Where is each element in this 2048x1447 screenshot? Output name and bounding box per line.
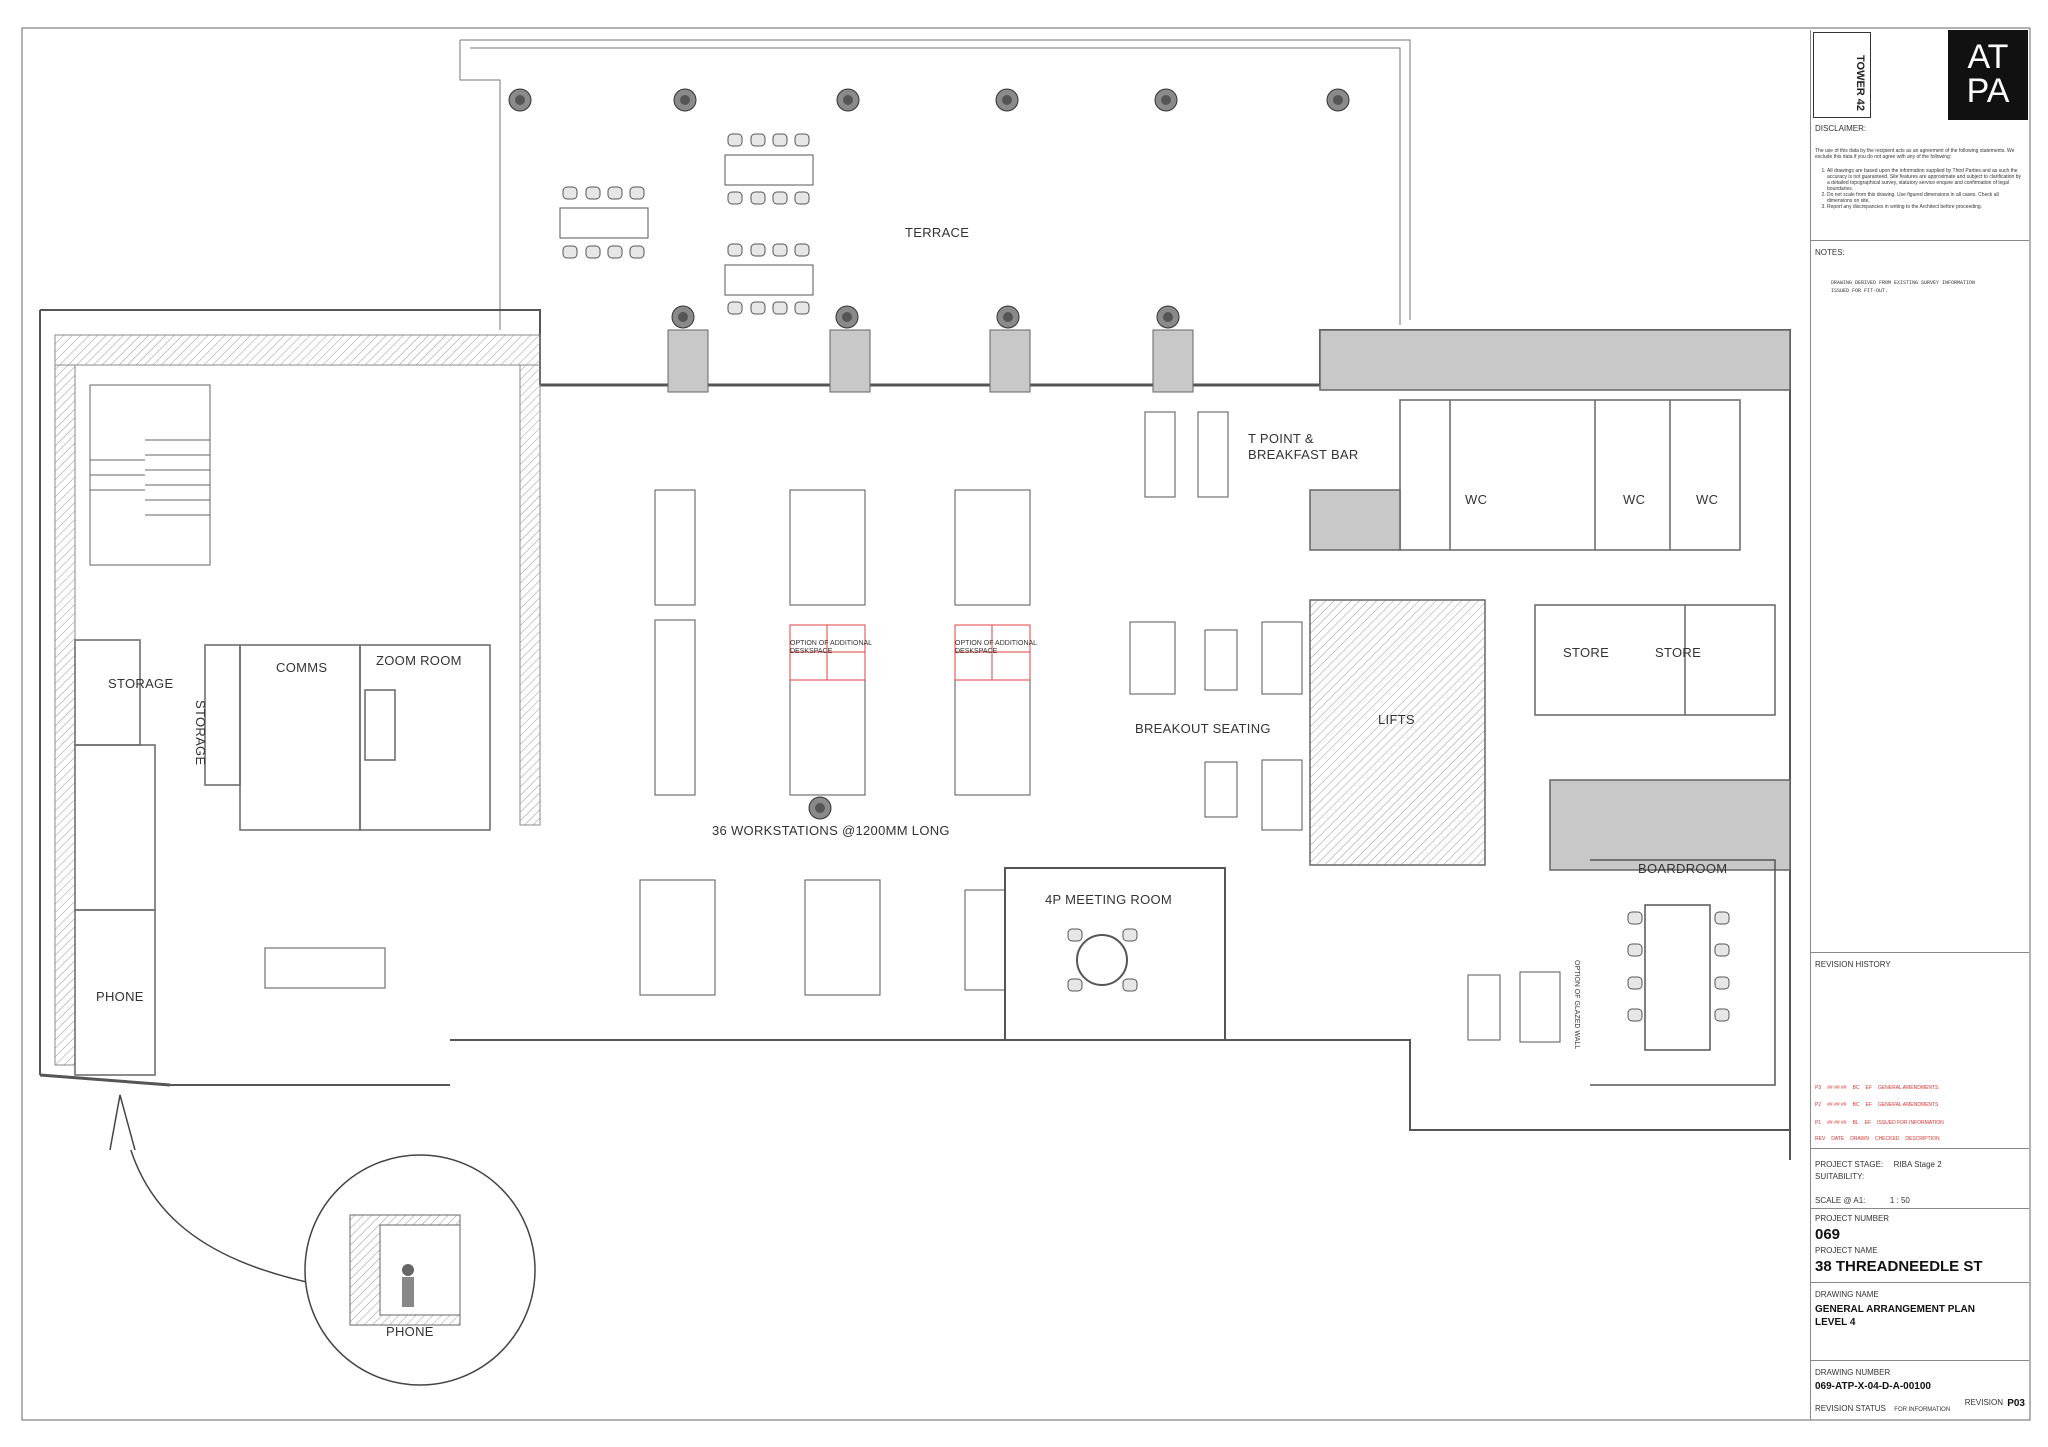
project-number-label: PROJECT NUMBER	[1815, 1214, 1890, 1223]
drawing-number: 069-ATP-X-04-D-A-00100	[1815, 1381, 1931, 1392]
label-boardroom: BOARDROOM	[1638, 861, 1727, 876]
label-storage-vertical: STORAGE	[193, 700, 208, 765]
hatched-walls	[54, 334, 541, 1066]
drawing-number-label: DRAWING NUMBER	[1815, 1368, 1891, 1377]
atpa-logo: AT PA	[1948, 30, 2028, 120]
revision-history-title: REVISION HISTORY	[1815, 960, 1891, 969]
suitability-label: SUITABILITY:	[1815, 1172, 1865, 1181]
boardroom	[1590, 859, 1776, 1086]
drawing-name-label: DRAWING NAME	[1815, 1290, 1879, 1299]
label-store-1: STORE	[1563, 645, 1609, 660]
atpa-line-1: AT	[1967, 38, 2009, 76]
project-stage-row: PROJECT STAGE: RIBA Stage 2	[1815, 1160, 1942, 1169]
label-tpoint-2: BREAKFAST BAR	[1248, 447, 1359, 462]
label-wc-3: WC	[1696, 492, 1718, 507]
disclaimer-item: Report any discrepancies in writing to t…	[1827, 204, 2025, 210]
title-block: DISCLAIMER: The use of this data by the …	[1810, 30, 2029, 1420]
tower42-logo: TOWER 42	[1813, 32, 1871, 118]
wc-core	[1309, 329, 1791, 871]
breakout-furniture	[264, 411, 1561, 1043]
scale-row: SCALE @ A1: 1 : 50	[1815, 1196, 1910, 1205]
label-workstations: 36 WORKSTATIONS @1200MM LONG	[712, 823, 950, 838]
terrace-tables	[559, 133, 814, 315]
storage-rooms	[74, 639, 491, 1076]
label-terrace: TERRACE	[905, 225, 969, 240]
detail-arrow	[119, 1094, 321, 1286]
project-number: 069	[1815, 1226, 1841, 1243]
terrace-planters	[508, 88, 1350, 820]
project-name-label: PROJECT NAME	[1815, 1246, 1878, 1255]
notes-title: NOTES:	[1815, 248, 1845, 257]
disclaimer-title: DISCLAIMER:	[1815, 124, 1867, 133]
notes-line-2: ISSUED FOR FIT-OUT.	[1831, 288, 1889, 294]
project-name: 38 THREADNEEDLE ST	[1815, 1258, 1983, 1275]
label-wc-1: WC	[1465, 492, 1487, 507]
label-phone: PHONE	[96, 989, 144, 1004]
label-phone-detail: PHONE	[386, 1324, 434, 1339]
revision-status-row: REVISION STATUS FOR INFORMATION REVISION…	[1815, 1398, 2025, 1413]
workstation-desks	[639, 489, 1031, 996]
label-lifts: LIFTS	[1378, 712, 1415, 727]
label-glazed-wall: OPTION OF GLAZED WALL	[1573, 960, 1580, 1049]
tower42-logo-text: TOWER 42	[1854, 54, 1866, 111]
disclaimer-intro: The use of this data by the recipient ac…	[1815, 148, 2015, 160]
label-tpoint-1: T POINT &	[1248, 431, 1314, 446]
disclaimer-item: All drawings are based upon the informat…	[1827, 168, 2025, 192]
option-deskspace	[789, 624, 1031, 681]
left-stair-core	[89, 384, 211, 566]
drawing-name-1: GENERAL ARRANGEMENT PLAN	[1815, 1304, 1976, 1315]
drawing-name-2: LEVEL 4	[1815, 1317, 1856, 1328]
label-comms: COMMS	[276, 660, 327, 675]
room-labels: TERRACE T POINT & BREAKFAST BAR WC WC WC…	[96, 225, 1727, 1339]
disclaimer-item: Do not scale from this drawing. Use figu…	[1827, 192, 2025, 204]
disclaimer-list: All drawings are based upon the informat…	[1815, 168, 2025, 210]
label-breakout: BREAKOUT SEATING	[1135, 721, 1271, 736]
label-option-1b: DESKSPACE	[790, 648, 833, 655]
sheet-border	[21, 27, 2031, 1421]
label-storage: STORAGE	[108, 676, 173, 691]
notes-line-1: DRAWING DERIVED FROM EXISTING SURVEY INF…	[1831, 280, 1976, 286]
atpa-line-2: PA	[1966, 72, 2010, 110]
label-store-2: STORE	[1655, 645, 1701, 660]
label-option-1a: OPTION OF ADDITIONAL	[790, 640, 872, 647]
label-wc-2: WC	[1623, 492, 1645, 507]
meeting-room-4p	[1004, 867, 1226, 1040]
label-meeting-4p: 4P MEETING ROOM	[1045, 892, 1172, 907]
label-option-2a: OPTION OF ADDITIONAL	[955, 640, 1037, 647]
label-zoom-room: ZOOM ROOM	[376, 653, 462, 668]
label-option-2b: DESKSPACE	[955, 648, 998, 655]
